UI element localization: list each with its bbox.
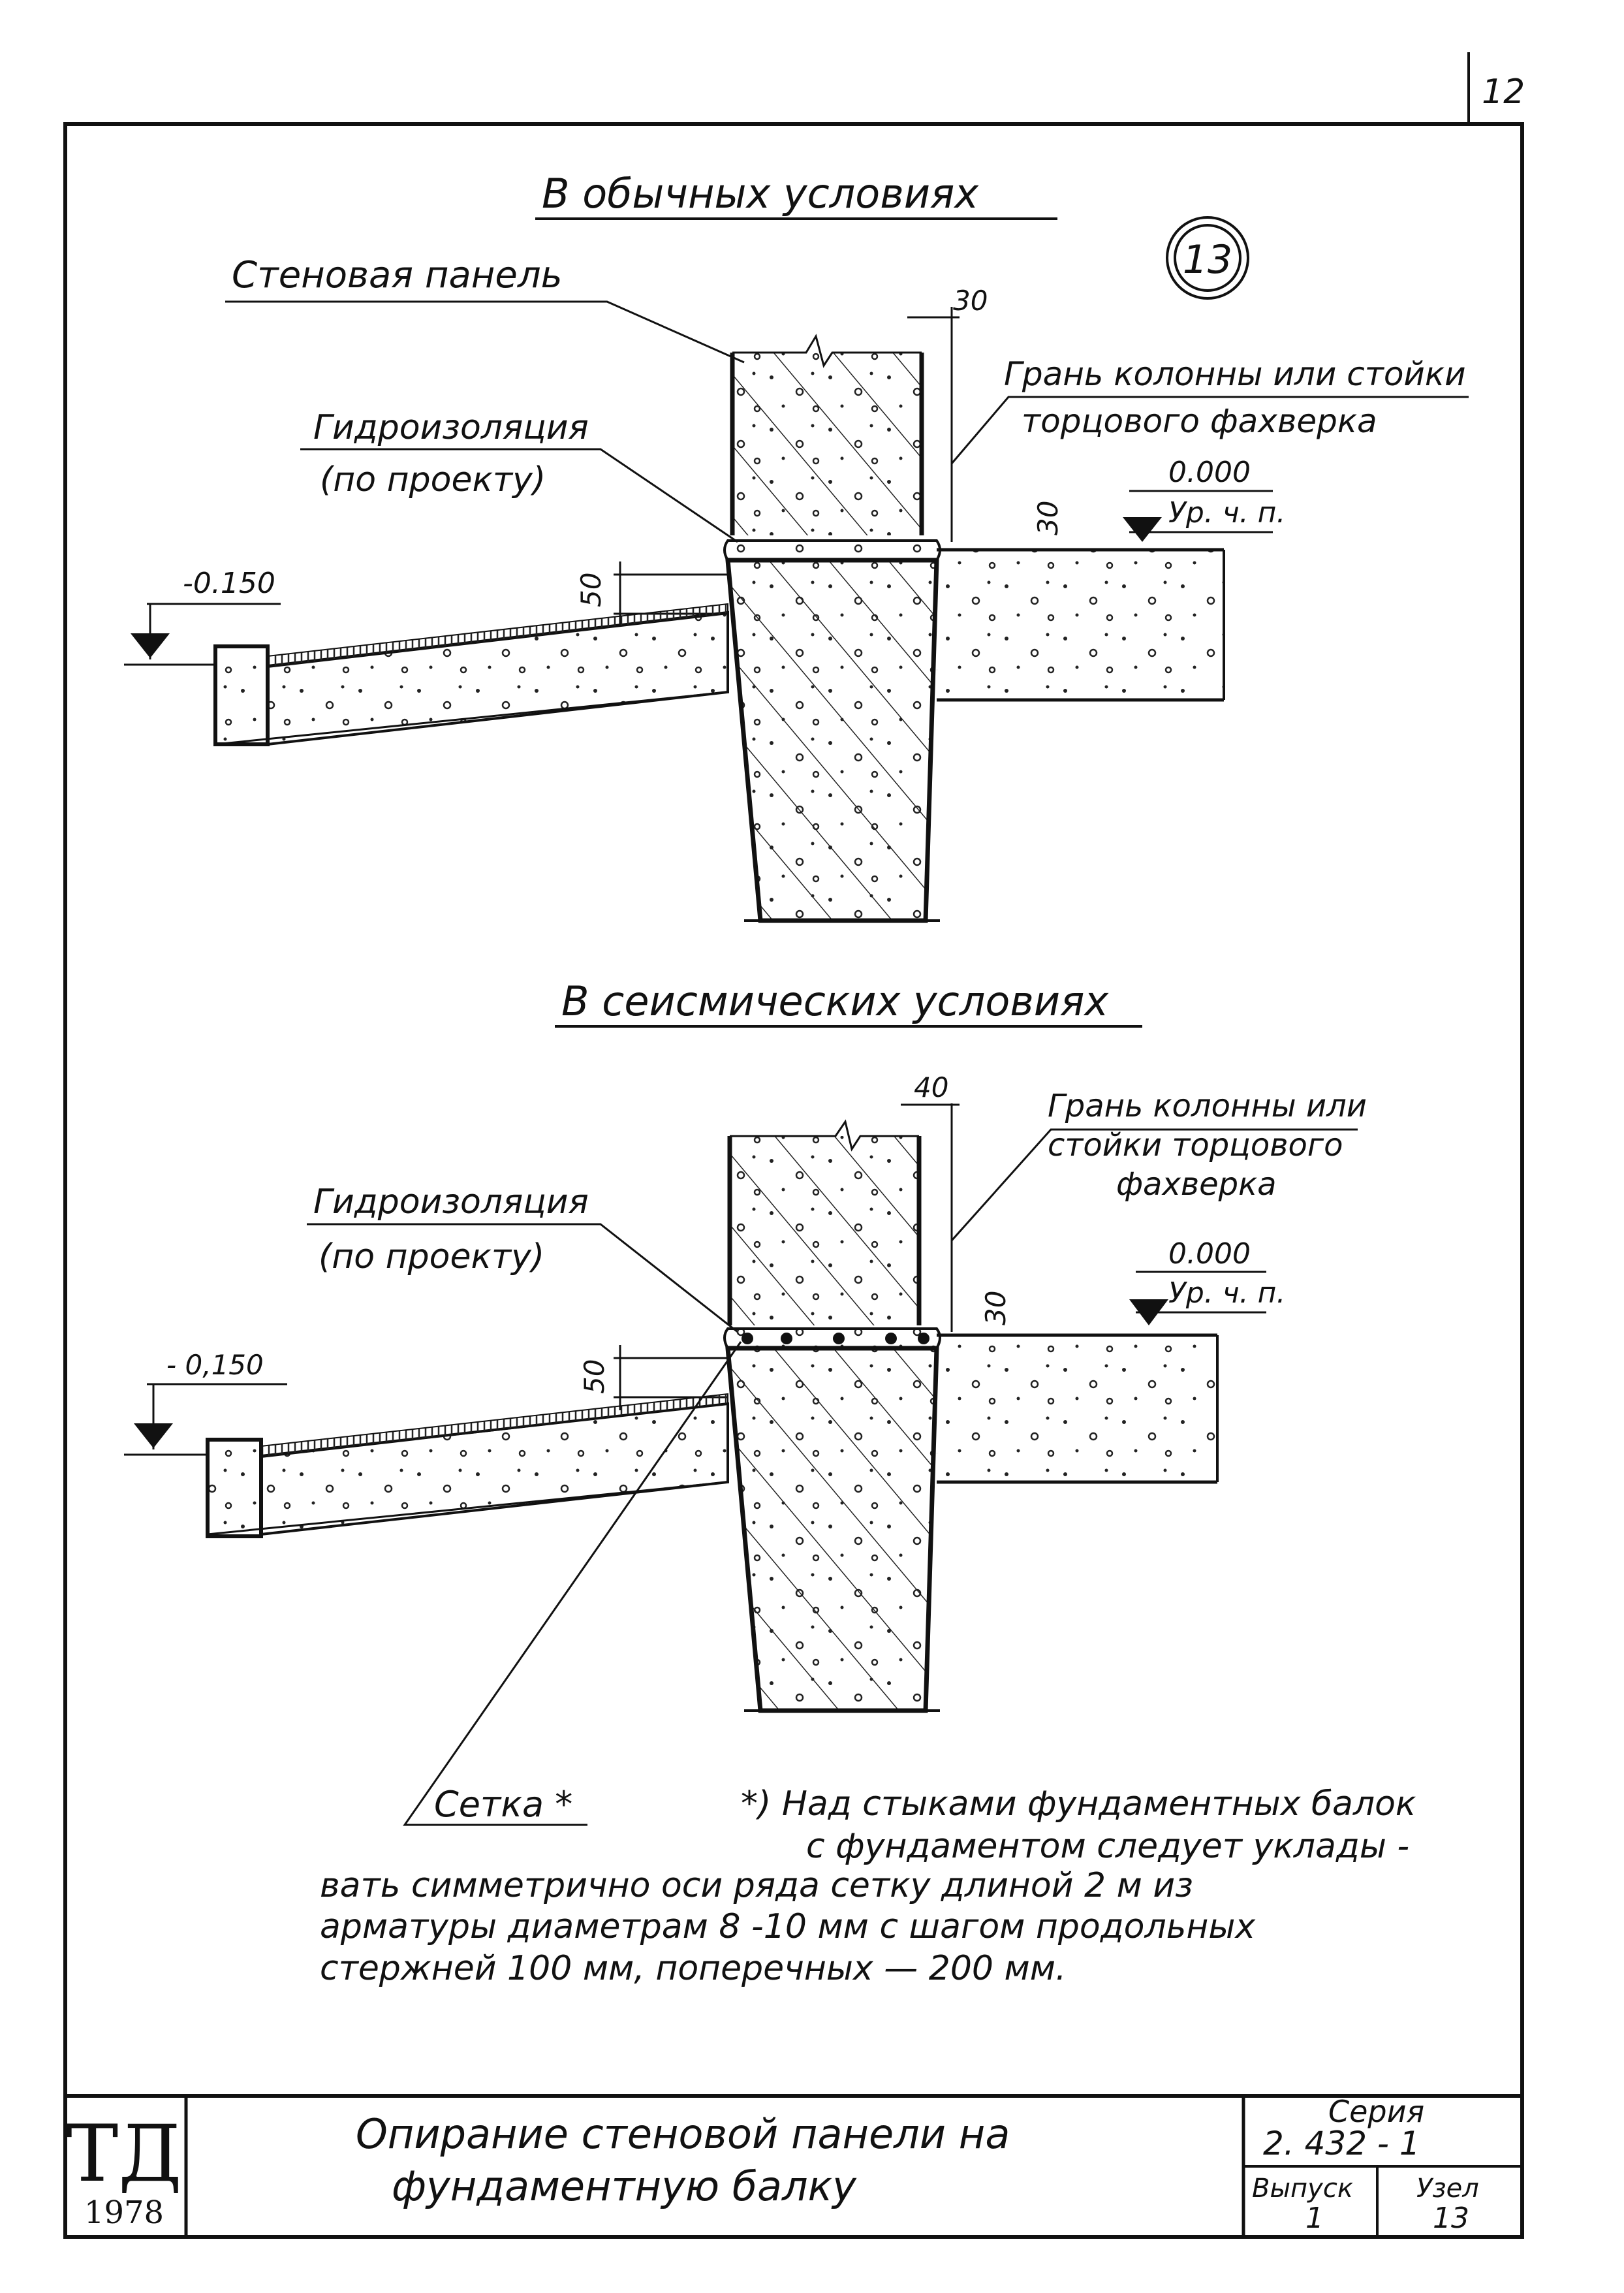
ground-seismic (124, 1453, 728, 1536)
label-column-seismic-1: Грань колонны или (1048, 1088, 1367, 1124)
dim-30-top: 30 (953, 285, 988, 317)
dim-30-gap-seismic: 30 (980, 1291, 1012, 1325)
series-label: Серия (1328, 2094, 1424, 2129)
issue-value: 1 (1305, 2202, 1324, 2235)
issue-label: Выпуск (1252, 2174, 1353, 2204)
leader-mesh (403, 1341, 742, 1826)
floor-slab-normal (937, 548, 1225, 702)
level-minus-seismic: - 0,150 (166, 1349, 264, 1381)
node-marker-number: 13 (1183, 237, 1232, 283)
label-mesh: Сетка * (434, 1784, 572, 1825)
leader-column-normal (950, 396, 1469, 464)
label-column-seismic-2: стойки торцового (1048, 1127, 1343, 1163)
level-zero-seismic-marker (1129, 1299, 1168, 1325)
ground-normal (124, 663, 728, 746)
mesh-rebars (742, 1333, 929, 1344)
foundation-beam-normal (725, 558, 940, 923)
level-zero-normal-marker (1123, 517, 1162, 542)
level-zero-seismic: 0.000 (1168, 1237, 1251, 1271)
note-line-5: стержней 100 мм, поперечных — 200 мм. (320, 1949, 1067, 1988)
title-block (65, 2094, 1522, 2237)
label-waterproof-normal-1: Гидроизоляция (313, 408, 589, 447)
level-zero-normal: 0.000 (1168, 456, 1251, 489)
leader-column-seismic (950, 1128, 1358, 1241)
series-value: 2. 432 - 1 (1263, 2125, 1420, 2162)
label-waterproof-seismic-2: (по проекту) (319, 1237, 544, 1276)
blind-area-seismic (206, 1393, 729, 1538)
level-minus-normal: -0.150 (183, 567, 275, 600)
stamp-title-2: фундаментную балку (392, 2162, 857, 2210)
level-zero-sub-normal: Ур. ч. п. (1168, 496, 1285, 530)
leader-waterproof-normal (300, 448, 738, 543)
node-value: 13 (1433, 2202, 1469, 2235)
label-column-normal-2: торцового фахверка (1022, 402, 1377, 440)
label-wall-panel: Стеновая панель (232, 254, 563, 296)
label-column-normal-1: Грань колонны или стойки (1004, 355, 1466, 393)
waterproof-pad-seismic (723, 1327, 941, 1350)
note-line-3: вать симметрично оси ряда сетку длиной 2… (320, 1866, 1193, 1905)
foundation-beam-seismic (725, 1346, 940, 1713)
label-waterproof-normal-2: (по проекту) (320, 460, 546, 499)
node-label: Узел (1416, 2174, 1479, 2204)
leader-wall-panel (225, 300, 745, 364)
label-waterproof-seismic-1: Гидроизоляция (313, 1182, 589, 1222)
leader-waterproof-seismic (307, 1223, 738, 1333)
level-zero-sub-seismic: Ур. ч. п. (1168, 1276, 1285, 1310)
stamp-title-1: Опирание стеновой панели на (356, 2110, 1010, 2158)
title-seismic: В сеисмических условиях (561, 977, 1109, 1025)
wall-panel-seismic (727, 1119, 922, 1325)
logo-year: 1978 (84, 2194, 164, 2231)
logo-letters: ТД (66, 2109, 182, 2200)
sheet-frame (63, 122, 1524, 2239)
note-line-4: арматуры диаметрам 8 -10 мм с шагом прод… (320, 1907, 1256, 1946)
dim-40-top: 40 (914, 1071, 948, 1103)
level-minus-normal-marker (131, 633, 170, 658)
title-normal: В обычных условиях (542, 170, 979, 217)
note-line-1: *) Над стыками фундаментных балок (741, 1784, 1416, 1824)
dim-50-normal: 50 (575, 573, 607, 607)
blind-area-normal (213, 603, 729, 746)
dim-30-gap-normal: 30 (1032, 501, 1064, 535)
note-line-2: с фундаментом следует уклады - (806, 1827, 1409, 1866)
dim-50-seismic: 50 (578, 1359, 610, 1394)
floor-slab-seismic (937, 1333, 1219, 1484)
wall-panel-normal (730, 334, 924, 535)
label-column-seismic-3: фахверка (1116, 1166, 1277, 1203)
page-number: 12 (1482, 72, 1525, 112)
node-marker: 13 (1166, 216, 1249, 300)
level-minus-seismic-marker (134, 1423, 173, 1448)
waterproof-pad-normal (723, 539, 941, 561)
